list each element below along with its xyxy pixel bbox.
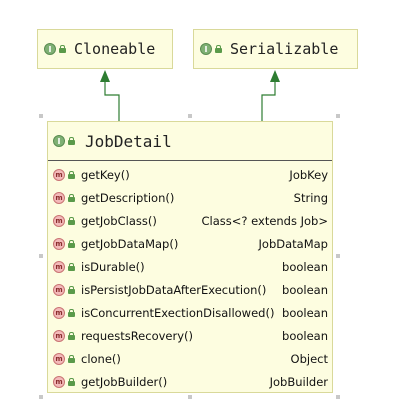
public-lock-icon [68, 239, 75, 248]
method-name: isDurable() [81, 259, 145, 274]
method-name: getDescription() [81, 190, 175, 205]
method-row-4[interactable]: m isDurable() boolean [48, 255, 332, 278]
selection-handle-bottom-right[interactable] [336, 395, 340, 399]
public-lock-icon [68, 354, 75, 363]
method-row-0[interactable]: m getKey() JobKey [48, 163, 332, 186]
method-icon: m [53, 306, 65, 319]
method-name: isPersistJobDataAfterExecution() [81, 282, 267, 297]
arrowhead-cloneable [100, 70, 110, 82]
interface-name: Serializable [230, 40, 339, 58]
method-icon: m [53, 329, 65, 342]
method-row-6[interactable]: m isConcurrentExectionDisallowed() boole… [48, 301, 332, 324]
method-row-1[interactable]: m getDescription() String [48, 186, 332, 209]
interface-cloneable[interactable]: I Cloneable [37, 29, 173, 69]
method-icon: m [53, 214, 65, 227]
public-lock-icon [68, 308, 75, 317]
method-name: getJobBuilder() [81, 374, 168, 389]
public-lock-icon [68, 285, 75, 294]
method-return-type: boolean [282, 328, 328, 343]
public-lock-icon [59, 45, 66, 53]
interface-serializable[interactable]: I Serializable [193, 29, 358, 69]
method-return-type: JobDataMap [258, 236, 328, 251]
method-name: getJobClass() [81, 213, 157, 228]
method-name: getKey() [81, 167, 130, 182]
arrow-to-cloneable [104, 80, 120, 121]
selection-handle-top-center[interactable] [188, 114, 192, 118]
selection-handle-middle-left[interactable] [39, 254, 43, 258]
interface-icon: I [44, 43, 56, 55]
method-row-2[interactable]: m getJobClass() Class<? extends Job> [48, 209, 332, 232]
selection-handle-bottom-left[interactable] [39, 395, 43, 399]
public-lock-icon [68, 216, 75, 225]
method-return-type: JobKey [289, 167, 328, 182]
public-lock-icon [68, 377, 75, 386]
method-return-type: Object [290, 351, 328, 366]
method-row-3[interactable]: m getJobDataMap() JobDataMap [48, 232, 332, 255]
method-icon: m [53, 375, 65, 388]
selection-handle-bottom-center[interactable] [188, 395, 192, 399]
method-icon: m [53, 191, 65, 204]
method-name: requestsRecovery() [81, 328, 194, 343]
interface-icon: I [53, 135, 65, 147]
method-row-5[interactable]: m isPersistJobDataAfterExecution() boole… [48, 278, 332, 301]
interface-name: Cloneable [74, 40, 156, 58]
method-icon: m [53, 352, 65, 365]
method-return-type: boolean [282, 259, 328, 274]
method-row-7[interactable]: m requestsRecovery() boolean [48, 324, 332, 347]
method-icon: m [53, 237, 65, 250]
public-lock-icon [68, 193, 75, 202]
interface-icon: I [200, 43, 212, 55]
class-jobdetail[interactable]: I JobDetail m getKey() JobKey m getDescr… [47, 121, 333, 393]
method-return-type: JobBuilder [269, 374, 328, 389]
method-icon: m [53, 260, 65, 273]
method-return-type: String [293, 190, 328, 205]
public-lock-icon [215, 45, 222, 53]
selection-handle-middle-right[interactable] [336, 254, 340, 258]
public-lock-icon [68, 137, 75, 145]
selection-handle-top-right[interactable] [336, 114, 340, 118]
method-name: clone() [81, 351, 121, 366]
method-row-8[interactable]: m clone() Object [48, 347, 332, 370]
method-icon: m [53, 283, 65, 296]
arrow-to-serializable [261, 80, 276, 121]
class-title: JobDetail [85, 131, 172, 151]
public-lock-icon [68, 170, 75, 179]
method-name: isConcurrentExectionDisallowed() [81, 305, 275, 320]
public-lock-icon [68, 262, 75, 271]
method-return-type: Class<? extends Job> [201, 213, 328, 228]
public-lock-icon [68, 331, 75, 340]
method-return-type: boolean [282, 305, 328, 320]
arrowhead-serializable [270, 70, 280, 82]
method-name: getJobDataMap() [81, 236, 179, 251]
method-return-type: boolean [282, 282, 328, 297]
method-row-9[interactable]: m getJobBuilder() JobBuilder [48, 370, 332, 393]
selection-handle-top-left[interactable] [39, 114, 43, 118]
class-header: I JobDetail [48, 122, 332, 161]
method-list: m getKey() JobKey m getDescription() Str… [48, 161, 332, 393]
method-icon: m [53, 168, 65, 181]
